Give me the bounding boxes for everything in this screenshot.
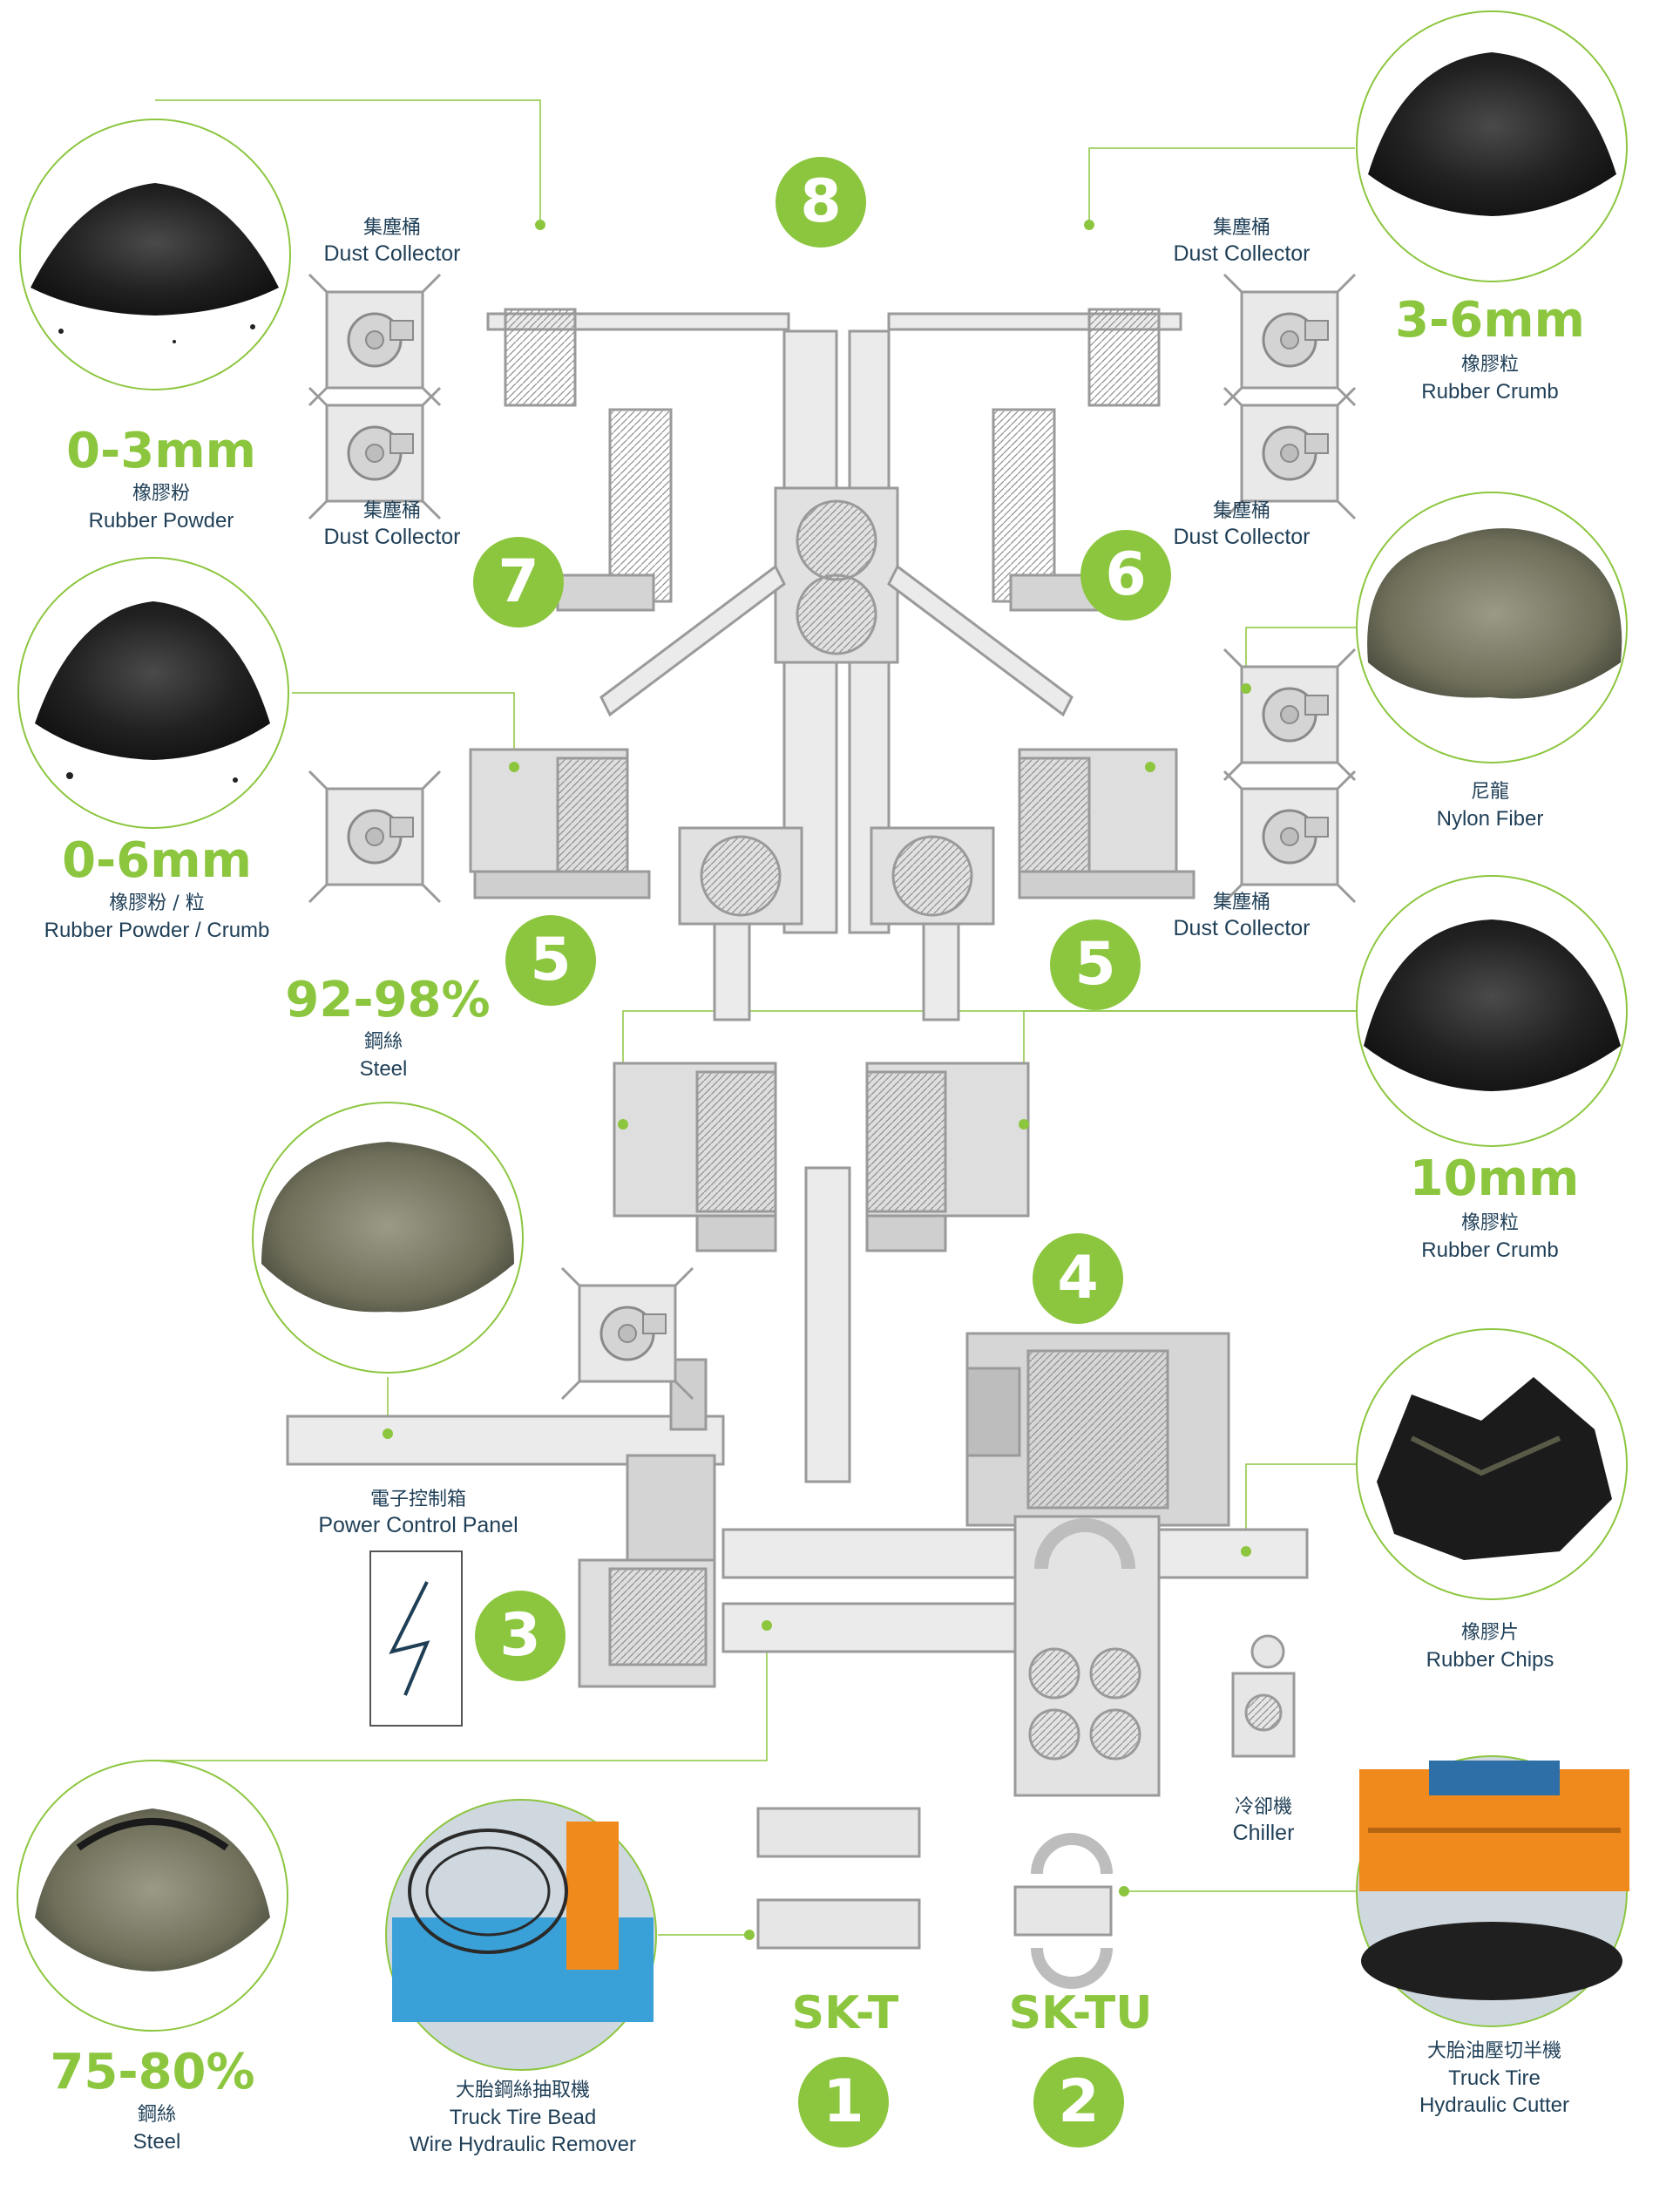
rubber-crumb-3-6-photo bbox=[1368, 52, 1616, 216]
model-sk-t: SK-T bbox=[791, 1987, 899, 2039]
size-0-6mm: 0-6mm bbox=[62, 832, 252, 889]
rubber-powder-crumb-photo bbox=[35, 601, 270, 783]
rubber-crumb-10mm-photo bbox=[1364, 919, 1621, 1091]
bead-remover-photo bbox=[392, 1822, 654, 2022]
hydraulic-cutter-photo bbox=[1359, 1761, 1629, 2000]
step-badge-4: 4 bbox=[1033, 1233, 1123, 1324]
step-badge-3: 3 bbox=[475, 1591, 566, 1681]
size-92-98: 92-98% bbox=[285, 972, 491, 1028]
size-75-80: 75-80% bbox=[50, 2044, 255, 2100]
nylon-fiber-photo bbox=[1367, 528, 1622, 699]
steel-92-98-photo bbox=[261, 1142, 514, 1313]
step-badge-1: 1 bbox=[798, 2057, 889, 2148]
step-badge-2: 2 bbox=[1033, 2057, 1124, 2148]
power-control-panel bbox=[369, 1550, 463, 1727]
rubber-powder-photo bbox=[30, 183, 279, 343]
step-badge-5-left: 5 bbox=[505, 915, 596, 1006]
steel-75-80-photo bbox=[35, 1808, 270, 1971]
step-badge-5-right: 5 bbox=[1050, 919, 1141, 1010]
size-0-3mm: 0-3mm bbox=[66, 423, 256, 479]
step-badge-6: 6 bbox=[1080, 530, 1171, 621]
step-badge-7: 7 bbox=[473, 537, 564, 628]
size-3-6mm: 3-6mm bbox=[1395, 292, 1585, 349]
step-badge-8: 8 bbox=[776, 157, 866, 248]
rubber-chips-photo bbox=[1377, 1377, 1612, 1560]
size-10mm: 10mm bbox=[1409, 1150, 1580, 1207]
model-sk-tu: SK-TU bbox=[1008, 1987, 1153, 2039]
